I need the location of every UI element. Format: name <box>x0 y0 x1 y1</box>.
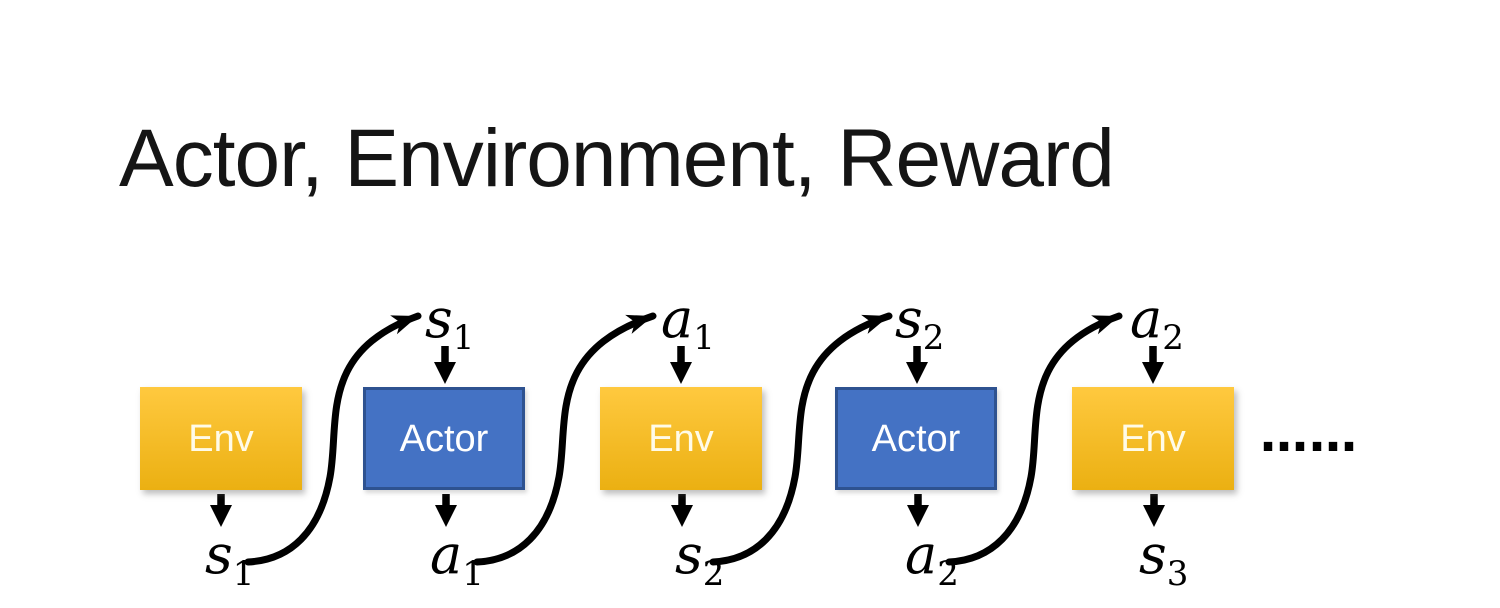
actor-box-2: Actor <box>835 387 997 490</box>
box-label: Actor <box>871 417 961 460</box>
continuation-dots: …… <box>1260 407 1358 463</box>
label-subscript: 2 <box>922 318 945 358</box>
label-base: s <box>675 523 703 586</box>
label-s2-top: s2 <box>895 292 945 358</box>
label-s2-bottom: s2 <box>675 528 725 594</box>
env-box-1: Env <box>140 387 302 490</box>
label-a2-bottom: a2 <box>905 528 959 594</box>
label-subscript: 2 <box>937 554 959 594</box>
label-s1-bottom: s1 <box>205 528 255 594</box>
label-subscript: 2 <box>702 554 725 594</box>
label-base: a <box>661 287 694 350</box>
box-label: Env <box>1120 417 1186 460</box>
label-base: s <box>1139 523 1167 586</box>
label-subscript: 2 <box>1162 318 1184 358</box>
label-subscript: 1 <box>452 318 475 358</box>
label-subscript: 1 <box>693 318 715 358</box>
label-base: s <box>425 287 453 350</box>
label-base: s <box>895 287 923 350</box>
label-s3-bottom: s3 <box>1139 528 1189 594</box>
label-base: a <box>430 523 463 586</box>
box-label: Env <box>648 417 714 460</box>
label-subscript: 3 <box>1166 554 1189 594</box>
label-a1-bottom: a1 <box>430 528 484 594</box>
box-label: Env <box>188 417 254 460</box>
box-label: Actor <box>399 417 489 460</box>
label-subscript: 1 <box>232 554 255 594</box>
env-box-2: Env <box>600 387 762 490</box>
label-base: s <box>205 523 233 586</box>
slide-title: Actor, Environment, Reward <box>119 113 1115 204</box>
label-base: a <box>1130 287 1163 350</box>
label-base: a <box>905 523 938 586</box>
label-a1-top: a1 <box>661 292 715 358</box>
actor-box-1: Actor <box>363 387 525 490</box>
label-subscript: 1 <box>462 554 484 594</box>
label-a2-top: a2 <box>1130 292 1184 358</box>
env-box-3: Env <box>1072 387 1234 490</box>
label-s1-top: s1 <box>425 292 475 358</box>
